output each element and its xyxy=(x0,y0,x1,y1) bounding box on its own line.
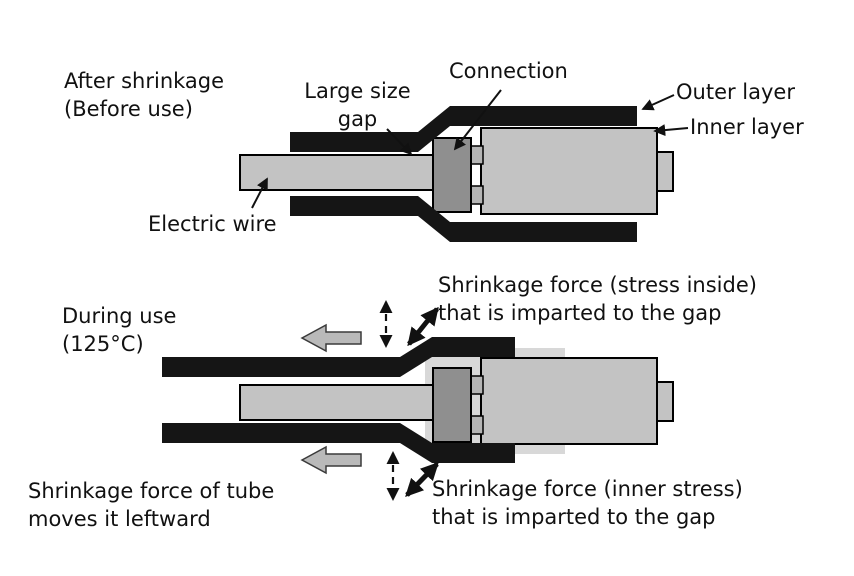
shrinkage-force-arrow-lower xyxy=(405,462,439,497)
label-shrinkage-force-bottom: Shrinkage force (inner stress) that is i… xyxy=(432,477,743,529)
top-callout-arrows xyxy=(251,89,689,209)
label-connection: Connection xyxy=(449,59,568,83)
electric-wire-shape xyxy=(239,154,436,191)
bottom-force-arrows xyxy=(300,300,439,501)
connection-block-bottom xyxy=(432,367,472,443)
bottom-assembly xyxy=(162,337,674,463)
label-outer-layer: Outer layer xyxy=(676,80,795,104)
label-inner-layer: Inner layer xyxy=(690,115,804,139)
leftward-force-arrow-upper xyxy=(300,323,362,353)
label-after-shrinkage: After shrinkage (Before use) xyxy=(64,69,225,121)
connector-body-bottom xyxy=(480,357,658,445)
label-tube-force-leftward: Shrinkage force of tube moves it leftwar… xyxy=(28,479,275,531)
crimp-tab-top-bottom-diagram xyxy=(470,375,484,395)
label-during-use: During use (125°C) xyxy=(62,304,177,356)
outer-tube-bottom-shifted xyxy=(162,423,515,463)
label-large-size-gap: Large size gap xyxy=(304,79,411,131)
connector-tip xyxy=(656,151,674,192)
shrinkage-force-arrow-upper xyxy=(407,306,439,347)
top-assembly xyxy=(239,106,674,242)
connector-tip-bottom xyxy=(656,381,674,422)
label-shrinkage-force-top: Shrinkage force (stress inside) that is … xyxy=(438,273,757,325)
connection-callout-arrow xyxy=(453,89,502,151)
leftward-force-arrow-lower xyxy=(300,445,362,475)
label-electric-wire: Electric wire xyxy=(148,212,277,236)
crimp-tab-bottom-bottom-diagram xyxy=(470,415,484,435)
electric-wire-shape-bottom xyxy=(239,384,436,421)
outer-layer-callout-arrow xyxy=(641,94,675,111)
outer-tube-top xyxy=(290,106,637,152)
outer-tube-bottom xyxy=(290,196,637,242)
outer-tube-top-shifted xyxy=(162,337,515,377)
connection-block xyxy=(432,137,472,213)
crimp-tab-bottom xyxy=(470,185,484,205)
connector-body xyxy=(480,127,658,215)
crimp-tab-top xyxy=(470,145,484,165)
inner-layer-callout-arrow xyxy=(653,124,689,137)
electric-wire-callout-arrow xyxy=(251,177,268,209)
gap-callout-arrow xyxy=(386,128,413,156)
